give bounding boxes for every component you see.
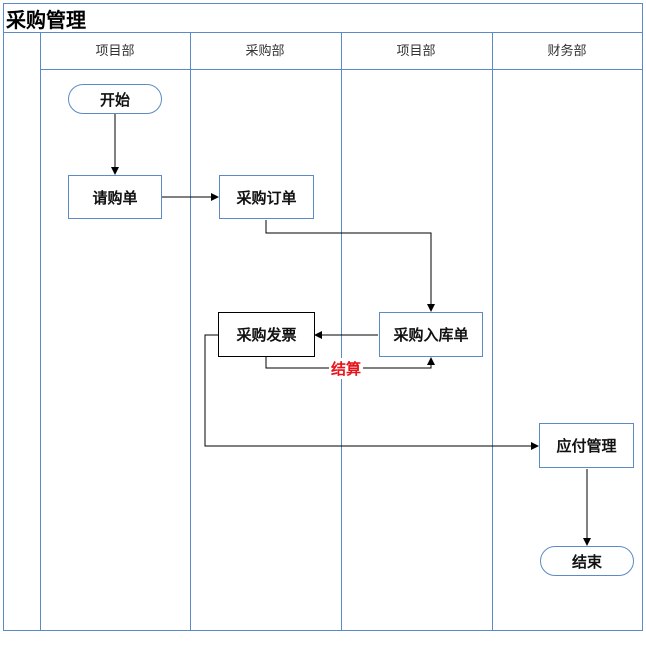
title-divider: [3, 32, 643, 33]
request-node: 请购单: [68, 175, 162, 219]
lane-header-project-dept-2: 项目部: [396, 44, 436, 59]
settlement-label: 结算: [329, 358, 364, 379]
edge-invoice-to-payable: [204, 334, 539, 450]
lane-divider: [492, 32, 493, 631]
purchase-invoice-node: 采购发票: [218, 312, 315, 357]
payable-management-node: 应付管理: [539, 423, 634, 468]
lane-header-project-dept-1: 项目部: [95, 44, 135, 59]
lane-divider: [40, 32, 41, 631]
edge-order-to-receipt: [265, 220, 435, 312]
start-node: 开始: [68, 84, 162, 114]
warehouse-receipt-node: 采购入库单: [379, 312, 483, 357]
purchase-order-node: 采购订单: [219, 175, 314, 219]
lane-header-divider: [40, 69, 643, 70]
diagram-title: 采购管理: [6, 8, 86, 32]
lane-divider: [341, 32, 342, 631]
diagram-frame: [3, 3, 643, 631]
lane-header-purchasing-dept: 采购部: [245, 44, 285, 59]
lane-divider: [190, 32, 191, 631]
end-node: 结束: [540, 546, 634, 576]
lane-header-finance-dept: 财务部: [547, 44, 587, 59]
